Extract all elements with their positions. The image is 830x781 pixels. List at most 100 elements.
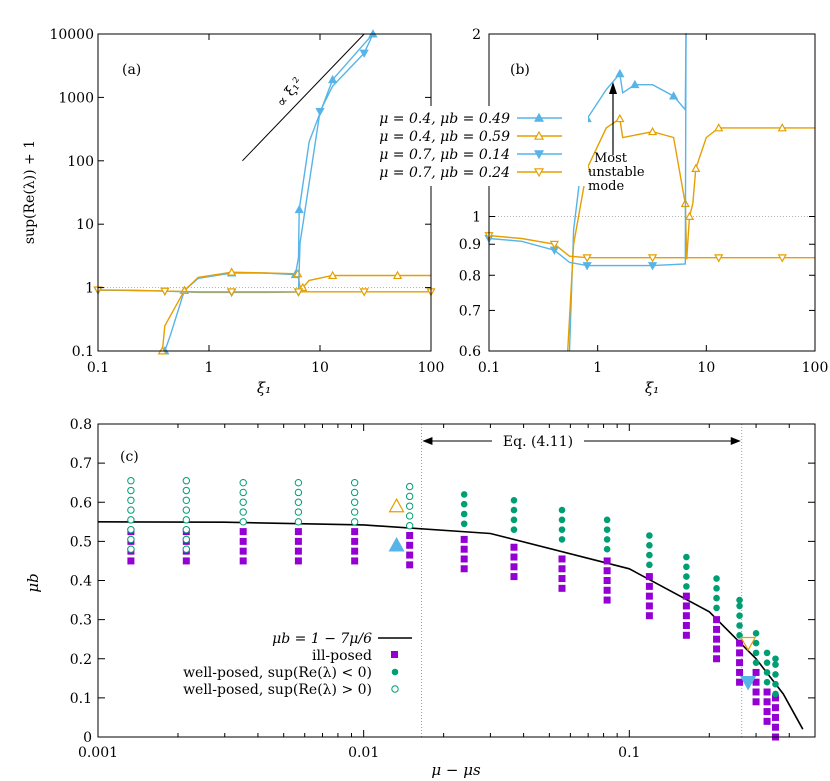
ill-posed-point [603,557,611,565]
well-posed-stable-point [736,596,743,604]
ill-posed-point [239,557,247,565]
panel-c-ytick-label: 0.5 [70,534,92,550]
well-posed-stable-point [646,532,653,539]
panel-b-ytick-label: 1 [472,210,481,226]
well-posed-stable-point [763,678,771,686]
well-posed-stable-point [752,639,760,647]
slope-line [242,33,365,162]
panel-b-ytick-label: 0.7 [459,303,481,319]
ill-posed-point [771,713,779,721]
well-posed-stable-point [713,585,720,592]
highlight-marker-4 [740,676,757,691]
panel-a-series-line-1 [164,33,374,352]
panel-b-series-marker-2 [615,113,625,123]
top-legend: μ = 0.4, μb = 0.49 μ = 0.4, μb = 0.59 μ … [379,106,588,186]
ill-posed-point [558,555,566,563]
panel-b-xtick-label: 10 [697,360,715,376]
panel-b-series-marker-3 [582,262,592,271]
ill-posed-point [294,537,302,545]
well-posed-unstable-point [239,478,247,487]
ill-posed-point [558,584,566,592]
panel-c-ytick-label: 0.8 [70,417,92,433]
panel-a-xtick-label: 10 [311,360,329,376]
ill-posed-point [351,547,359,555]
eq-range-label: Eq. (4.11) [503,434,573,450]
well-posed-unstable-point [239,488,247,497]
well-posed-stable-point [558,506,566,514]
well-posed-stable-point [736,622,743,629]
well-posed-unstable-point [127,506,135,514]
well-posed-stable-point [558,526,566,533]
ill-posed-point [763,688,771,696]
panel-a-ytick-label: 10 [76,217,94,233]
well-posed-stable-point [772,661,779,668]
ill-posed-point [682,602,690,610]
panel-a-series-marker-2 [392,270,403,280]
well-posed-unstable-point [127,477,135,485]
well-posed-unstable-point [127,545,135,553]
well-posed-unstable-point [182,535,191,544]
panel-c-xtick-label: 0.001 [78,745,118,761]
panel-b-frame [488,33,816,352]
well-posed-stable-point [603,526,611,533]
ill-posed-point [713,635,721,643]
highlight-marker-1 [388,497,405,513]
panel-c-legend-background [150,630,420,698]
ill-posed-point [713,655,721,663]
well-posed-stable-point [683,553,690,561]
well-posed-stable-point [772,655,779,663]
legend-entry-3: μ = 0.7, μb = 0.14 [379,147,510,163]
ill-posed-point [713,645,721,653]
ill-posed-point [763,698,771,706]
well-posed-unstable-point [182,545,191,553]
well-posed-stable-point [646,541,653,549]
well-posed-stable-point [510,496,518,504]
boundary-curve-line [97,520,804,730]
panel-b-series-marker-2 [691,163,701,172]
ill-posed-point [736,659,744,667]
well-posed-unstable-point [294,508,303,516]
ill-posed-point [752,668,760,676]
well-posed-unstable-point [127,516,135,524]
well-posed-stable-point [683,573,690,580]
well-posed-unstable-point [294,488,303,497]
panel-c-ytick-label: 0.4 [70,574,92,590]
panel-b-label: (b) [510,62,530,78]
annotation-arrowhead [609,82,617,94]
panel-b-series-marker-2 [647,126,658,136]
well-posed-stable-point [603,516,611,524]
ill-posed-point [239,547,247,555]
well-posed-unstable-point [405,522,414,530]
well-posed-stable-point [683,563,690,571]
panel-b-series-marker-3 [647,262,658,271]
well-posed-stable-point [683,583,690,590]
ill-posed-point [406,532,414,540]
panel-b-series-marker-2 [777,123,787,132]
panel-a-ytick-label: 100 [67,154,94,170]
ill-posed-point [239,537,247,545]
panel-c-legend: μb = 1 − 7μ/6 ill-posed well-posed, sup(… [150,630,420,698]
highlight-marker-2 [388,537,405,552]
ill-posed-point [406,541,414,549]
well-posed-stable-point [772,690,779,698]
well-posed-stable-point [460,491,468,498]
panel-b-xtick-label: 1 [593,360,602,376]
ill-posed-point [294,528,302,536]
panel-a-ytick-label: 0.1 [72,344,94,360]
ill-posed-point [406,561,414,569]
panel-a-ylabel: sup(Re(λ)) + 1 [22,140,38,244]
ill-posed-point [752,688,760,696]
ill-posed-point [603,596,611,604]
ill-posed-point [645,602,653,610]
legend-key-filled-circle [391,668,399,676]
legend-key-square [391,651,398,658]
ill-posed-point [460,565,468,573]
well-posed-unstable-point [127,486,135,495]
panel-a-series-marker-2 [328,270,338,280]
highlight-marker-3 [740,636,757,652]
panel-b-series-marker-4 [582,254,592,263]
reference-slope-line [242,33,365,162]
panel-a-series-line-2 [161,271,431,352]
panel-a-xlabel: ξ₁ [257,379,271,397]
